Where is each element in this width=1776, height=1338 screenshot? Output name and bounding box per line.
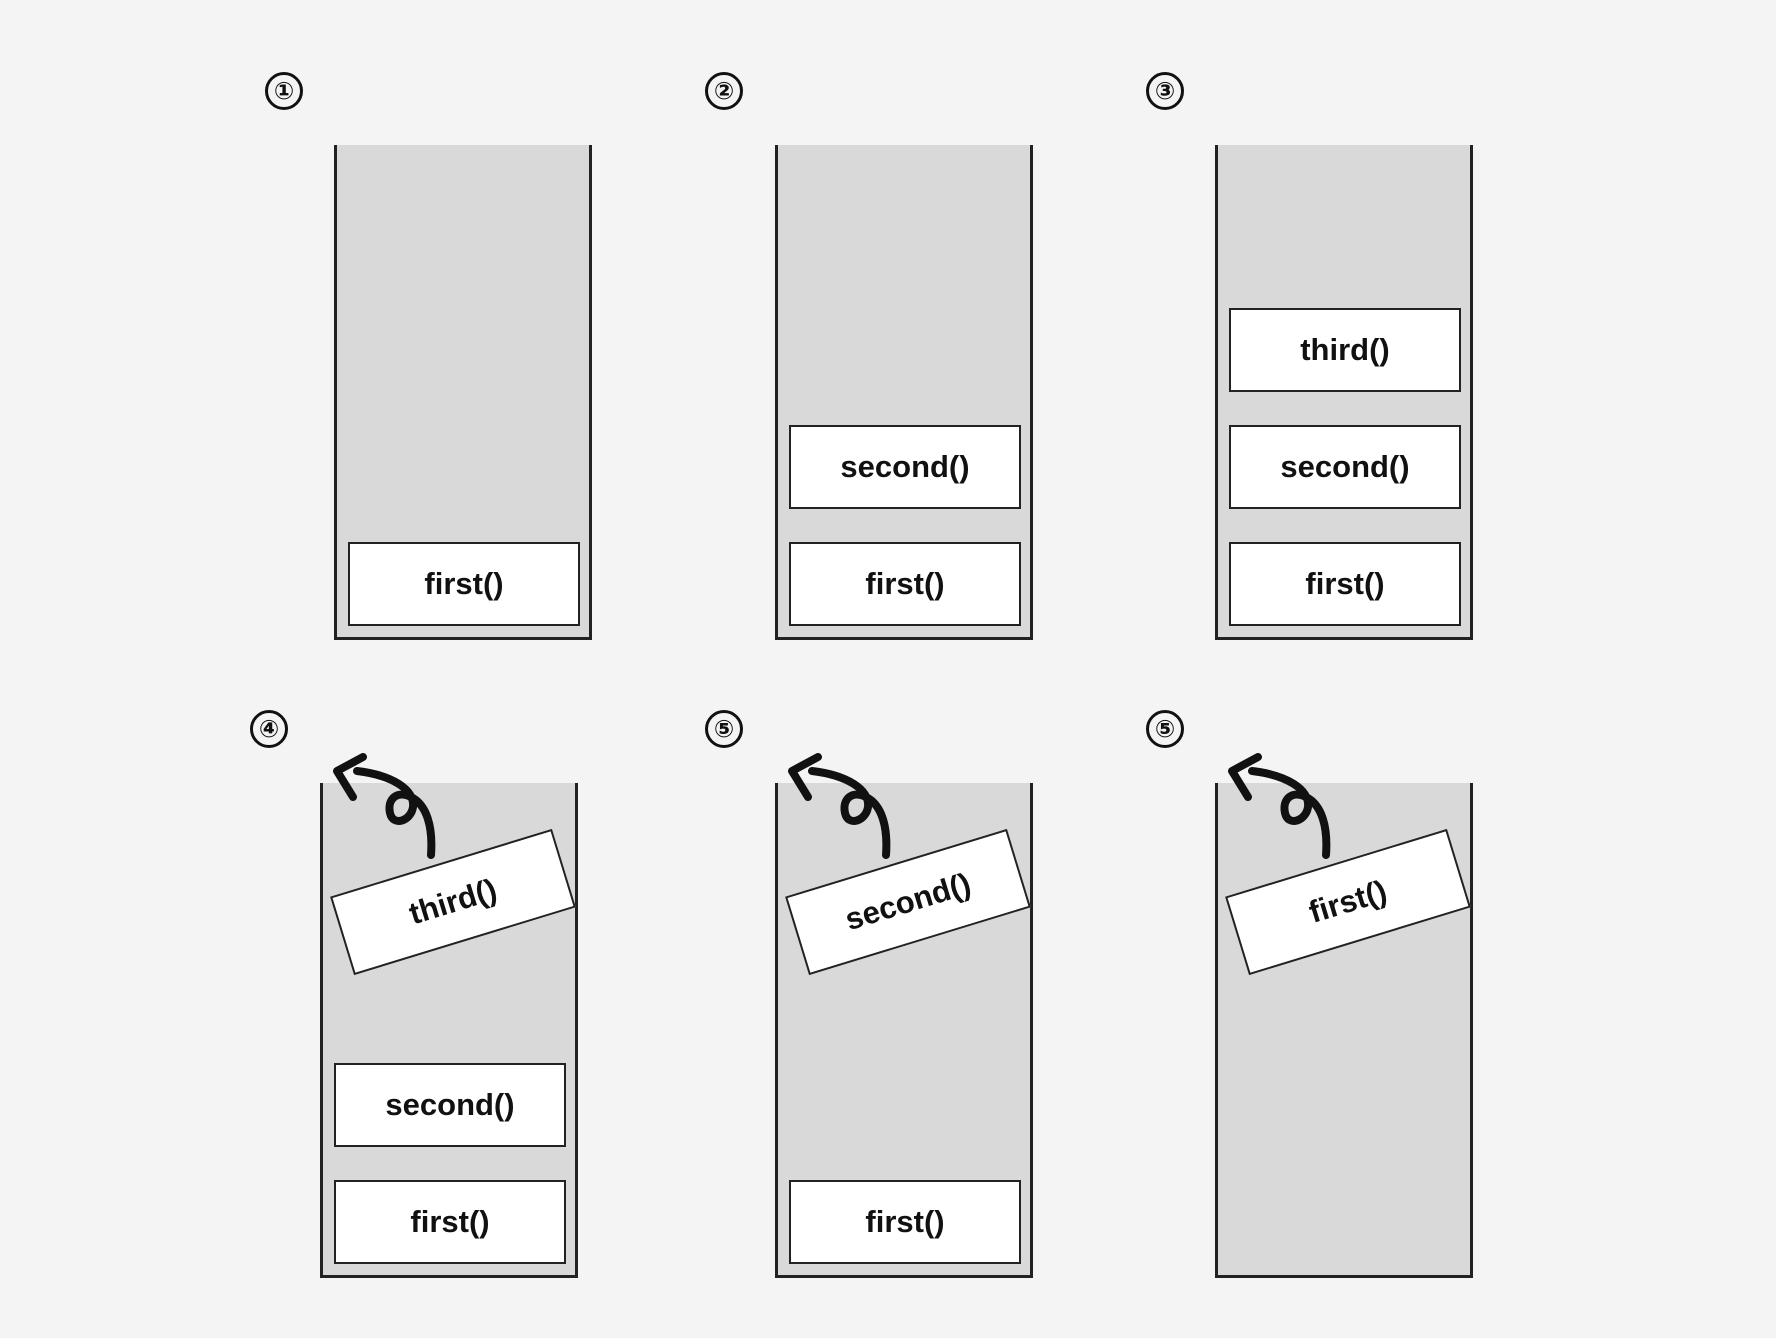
step-number-4: ④	[250, 710, 288, 748]
stack-frame-first: first()	[789, 1180, 1021, 1264]
step-number-6: ⑤	[1146, 710, 1184, 748]
step-number-3: ③	[1146, 72, 1184, 110]
stack-frame-first: first()	[789, 542, 1021, 626]
pop-arrow-icon	[1228, 753, 1331, 859]
call-stack-1: first()	[334, 145, 592, 640]
call-stack-4: third() second() first()	[320, 753, 578, 1278]
step-number-1: ①	[265, 72, 303, 110]
stack-frame-first: first()	[348, 542, 580, 626]
step-number-5: ⑤	[705, 710, 743, 748]
step-number-2: ②	[705, 72, 743, 110]
stack-frame-second: second()	[1229, 425, 1461, 509]
stack-frame-second: second()	[334, 1063, 566, 1147]
pop-arrow-icon	[788, 753, 891, 859]
stack-frame-third: third()	[1229, 308, 1461, 392]
stack-frame-first: first()	[1229, 542, 1461, 626]
stack-frame-first: first()	[334, 1180, 566, 1264]
call-stack-3: third() second() first()	[1215, 145, 1473, 640]
stack-frame-second: second()	[789, 425, 1021, 509]
call-stack-2: second() first()	[775, 145, 1033, 640]
call-stack-5: second() first()	[775, 753, 1033, 1278]
call-stack-6: first()	[1215, 753, 1473, 1278]
pop-arrow-icon	[333, 753, 436, 859]
